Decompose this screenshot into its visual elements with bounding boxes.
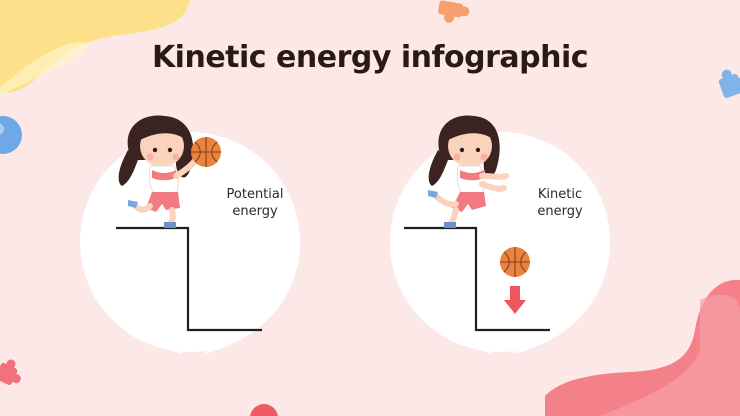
yellow-blob-top-left [0,0,190,93]
panel-left-circle [80,132,300,352]
orange-puzzle-icon [438,0,470,23]
yellow-blob-accent [0,42,88,96]
kinetic-label-line1: Kinetic [537,187,583,202]
down-arrow-icon [504,286,526,314]
girl-holding-ball-illustration [118,115,221,228]
kinetic-label-line2: energy [537,204,583,219]
blue-bubble-icon [0,116,22,154]
red-bubble-icon [250,404,278,416]
potential-label-line2: energy [232,204,278,219]
slide-title: Kinetic energy infographic [151,40,589,75]
kinetic-energy-label: Kinetic energy [510,186,610,220]
pink-blob-lighter [600,294,740,416]
red-puzzle-icon [0,359,21,385]
ledge-left [116,226,262,332]
potential-energy-label: Potential energy [205,186,305,220]
potential-label-line1: Potential [226,187,284,202]
ledge-right [404,226,550,332]
panel-right-circle [390,132,610,352]
girl-throwing-illustration [428,115,509,228]
